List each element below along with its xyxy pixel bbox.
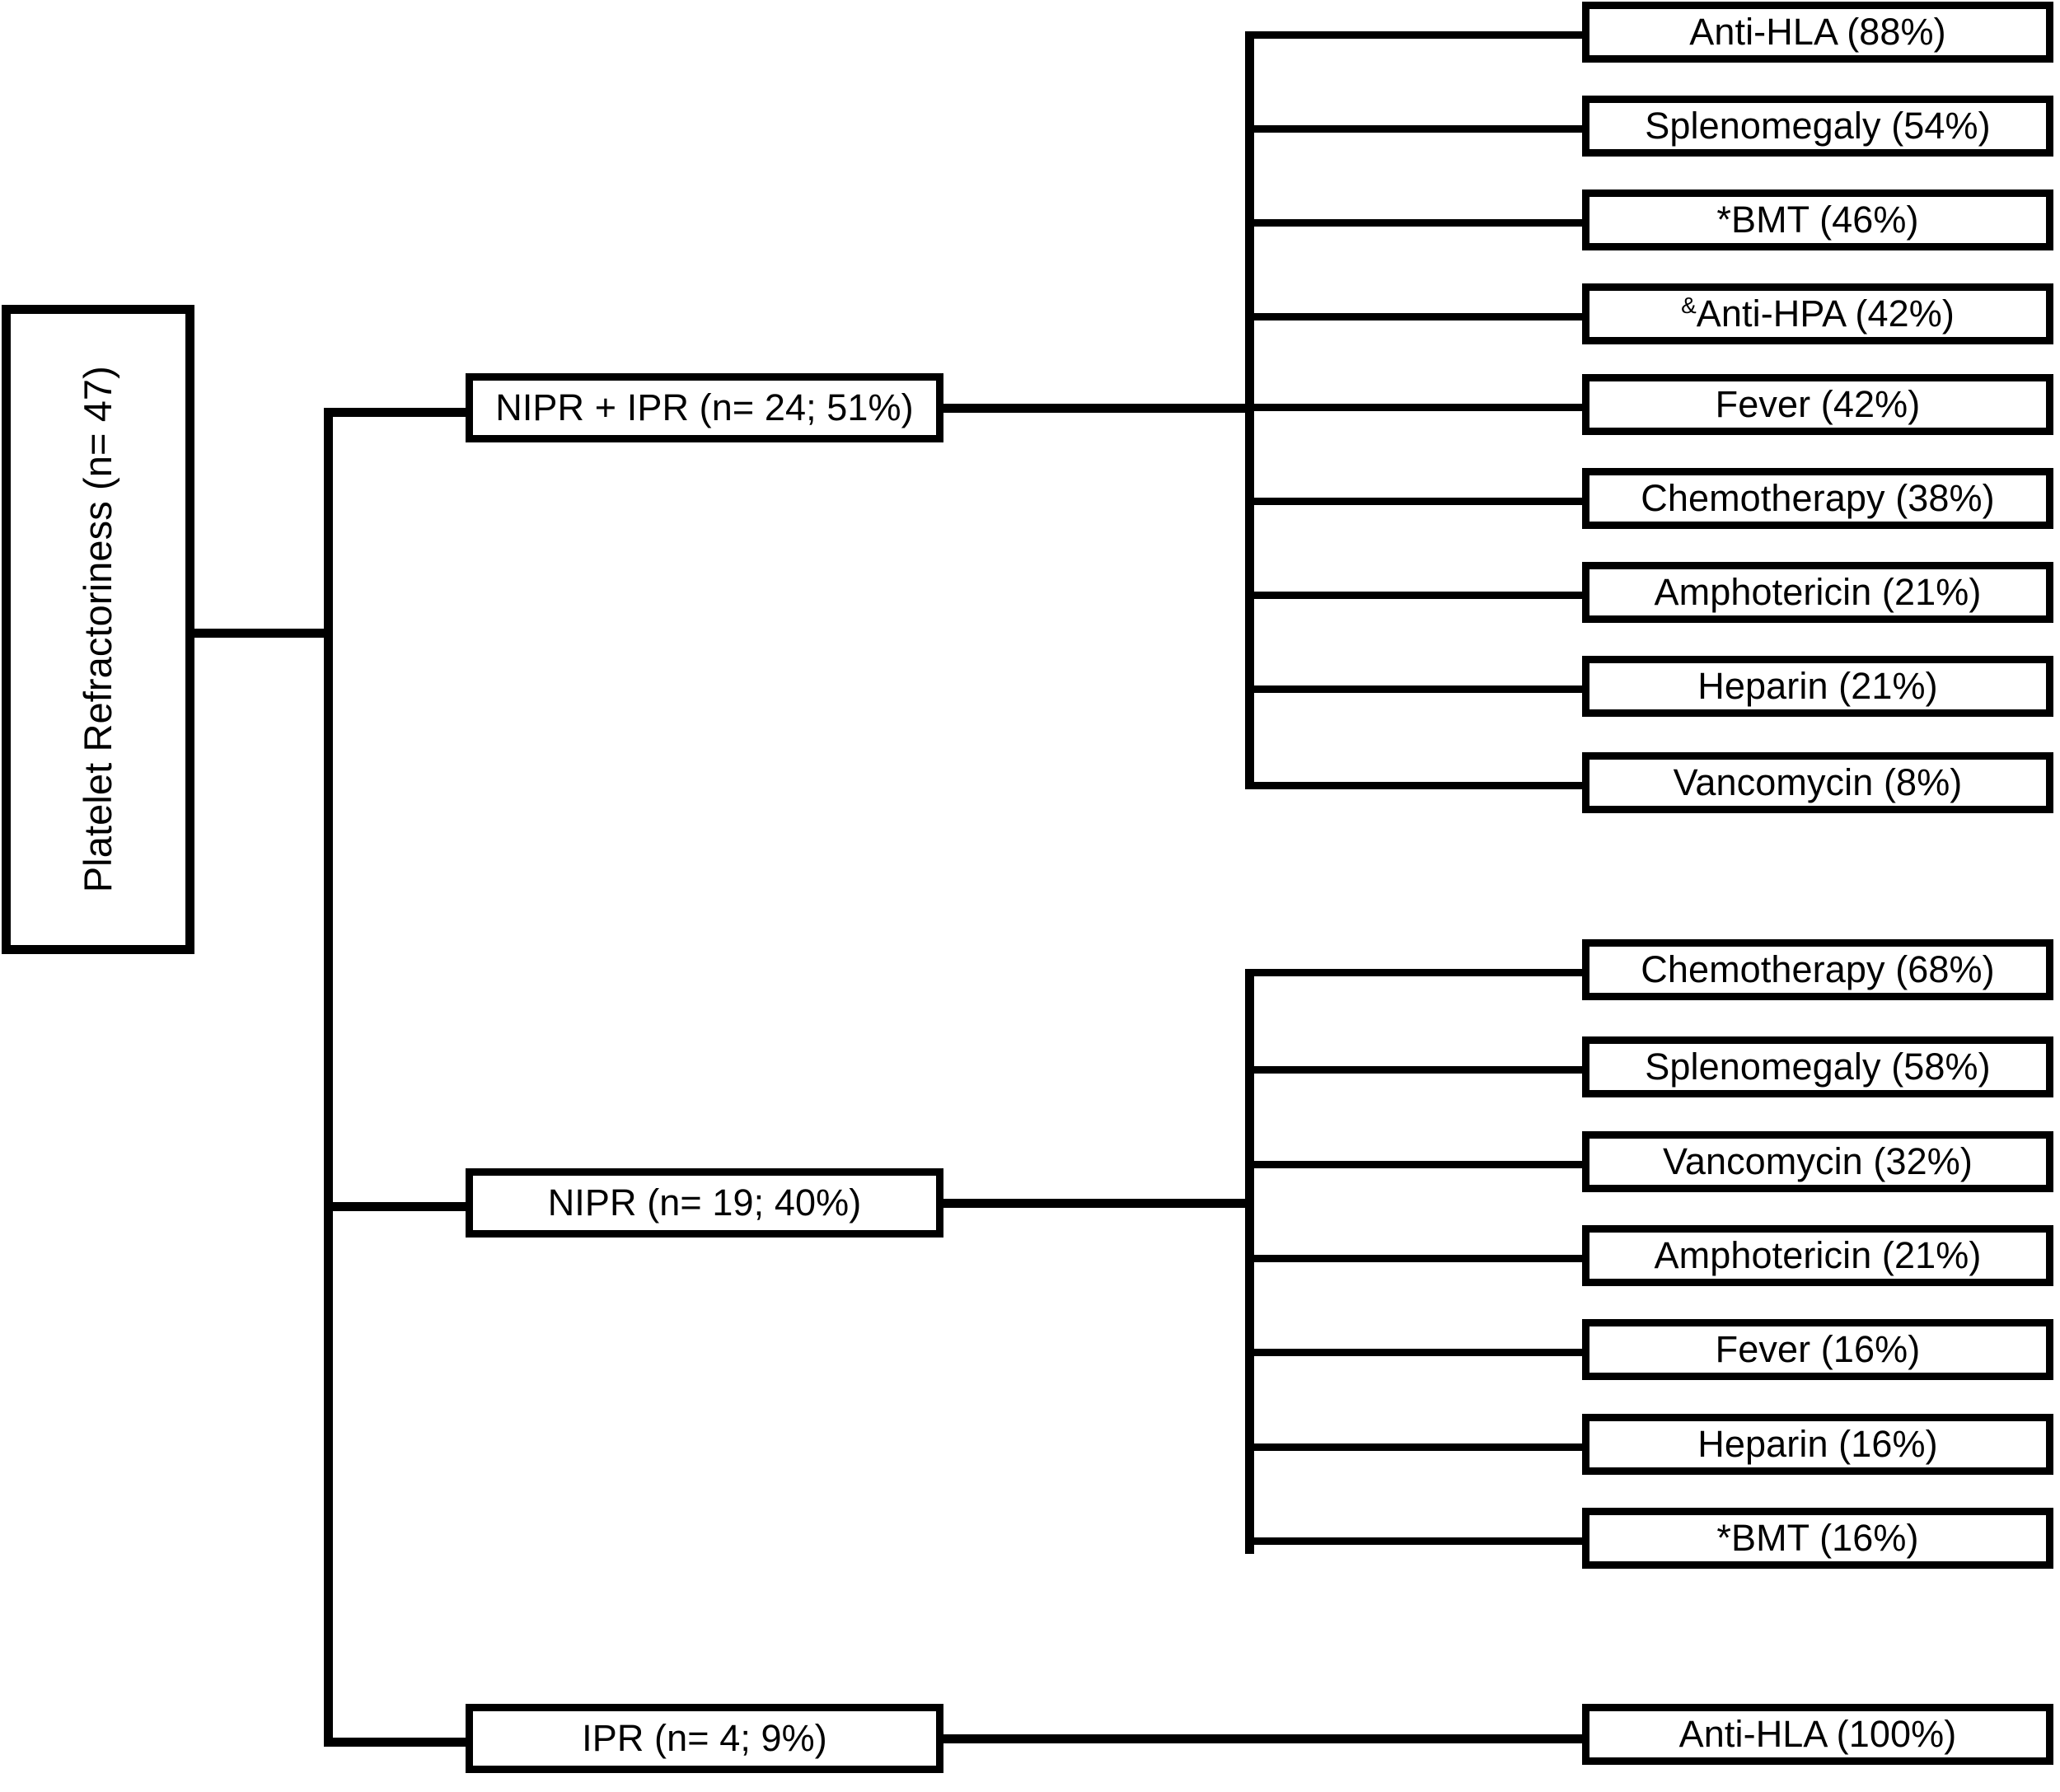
leaf-node-anti-hla-100[interactable]: Anti-HLA (100%) (1582, 1704, 2053, 1765)
leaf-node-vancomycin-32[interactable]: Vancomycin (32%) (1582, 1131, 2053, 1192)
connector-trunk-to-ipr (324, 1738, 472, 1747)
leaf-node-fever-42[interactable]: Fever (42%) (1582, 374, 2053, 435)
leaf-node-fever-16[interactable]: Fever (16%) (1582, 1319, 2053, 1380)
spoke-nipr-ipr-leaf-6 (1245, 498, 1587, 505)
spoke-nipr-ipr-leaf-5 (1245, 404, 1587, 411)
spoke-nipr-ipr-leaf-9 (1245, 782, 1587, 789)
leaf-node-label: Splenomegaly (58%) (1645, 1046, 1991, 1088)
leaf-node-label: Fever (42%) (1715, 383, 1921, 426)
leaf-node-vancomycin-8[interactable]: Vancomycin (8%) (1582, 752, 2053, 813)
leaf-node-chemotherapy-38[interactable]: Chemotherapy (38%) (1582, 468, 2053, 529)
ampersand-marker: & (1681, 292, 1697, 319)
branch-node-nipr-ipr[interactable]: NIPR + IPR (n= 24; 51%) (466, 373, 943, 442)
spoke-nipr-ipr-leaf-3 (1245, 219, 1587, 227)
leaf-node-label: Vancomycin (32%) (1663, 1140, 1973, 1183)
branch-node-nipr-label: NIPR (n= 19; 40%) (547, 1181, 862, 1224)
leaf-node-bmt-46[interactable]: *BMT (46%) (1582, 189, 2053, 250)
spoke-nipr-leaf-1 (1245, 969, 1587, 976)
leaf-node-label: *BMT (16%) (1716, 1517, 1919, 1560)
spoke-nipr-ipr-leaf-8 (1245, 685, 1587, 693)
connector-trunk-to-nipr (324, 1202, 472, 1211)
leaf-node-heparin-21[interactable]: Heparin (21%) (1582, 656, 2053, 717)
leaf-node-label: Heparin (21%) (1697, 665, 1938, 708)
branch-node-ipr[interactable]: IPR (n= 4; 9%) (466, 1704, 943, 1773)
root-node-label: Platelet Refractoriness (n= 47) (76, 366, 120, 893)
leaf-node-label: Amphotericin (21%) (1654, 1234, 1982, 1277)
spoke-nipr-ipr-leaf-2 (1245, 125, 1587, 133)
leaf-node-label: Chemotherapy (68%) (1641, 948, 1995, 991)
leaf-node-label: Anti-HLA (100%) (1678, 1713, 1957, 1756)
spoke-nipr-leaf-3 (1245, 1161, 1587, 1168)
leaf-node-chemotherapy-68[interactable]: Chemotherapy (68%) (1582, 939, 2053, 1000)
leaf-node-label: Anti-HLA (88%) (1689, 11, 1946, 54)
leaf-node-label: Chemotherapy (38%) (1641, 477, 1995, 520)
connector-ipr-to-leaf (943, 1734, 1587, 1743)
spoke-nipr-leaf-6 (1245, 1443, 1587, 1451)
spoke-nipr-ipr-leaf-7 (1245, 592, 1587, 599)
leaf-node-anti-hla-88[interactable]: Anti-HLA (88%) (1582, 2, 2053, 63)
leaf-node-label: *BMT (46%) (1716, 199, 1919, 241)
leaf-node-bmt-16[interactable]: *BMT (16%) (1582, 1508, 2053, 1569)
spoke-nipr-leaf-5 (1245, 1349, 1587, 1356)
leaf-node-name-pct: Anti-HPA (42%) (1696, 292, 1955, 335)
leaf-node-label: Vancomycin (8%) (1673, 761, 1963, 804)
spoke-nipr-ipr-leaf-4 (1245, 313, 1587, 321)
leaf-node-splenomegaly-58[interactable]: Splenomegaly (58%) (1582, 1036, 2053, 1097)
spoke-nipr-leaf-2 (1245, 1066, 1587, 1074)
leaf-node-heparin-16[interactable]: Heparin (16%) (1582, 1414, 2053, 1475)
branch-node-nipr-ipr-label: NIPR + IPR (n= 24; 51%) (495, 386, 914, 429)
leaf-node-amphotericin-21[interactable]: Amphotericin (21%) (1582, 562, 2053, 623)
connector-nipr-ipr-to-rail (943, 404, 1252, 413)
leaf-node-label: Heparin (16%) (1697, 1423, 1938, 1466)
spoke-nipr-leaf-7 (1245, 1537, 1587, 1545)
leaf-node-label: Splenomegaly (54%) (1645, 105, 1991, 147)
leaf-node-anti-hpa-42[interactable]: &Anti-HPA (42%) (1582, 283, 2053, 344)
leaf-node-amphotericin-21-nipr[interactable]: Amphotericin (21%) (1582, 1225, 2053, 1286)
leaf-node-label: Fever (16%) (1715, 1328, 1921, 1371)
spoke-nipr-ipr-leaf-1 (1245, 31, 1587, 39)
branch-node-ipr-label: IPR (n= 4; 9%) (582, 1717, 827, 1760)
connector-nipr-to-rail (943, 1199, 1252, 1208)
connector-main-trunk (324, 408, 333, 1747)
leaf-node-label: Amphotericin (21%) (1654, 571, 1982, 614)
leaf-node-splenomegaly-54[interactable]: Splenomegaly (54%) (1582, 96, 2053, 157)
connector-root-stub (194, 629, 333, 638)
connector-trunk-to-nipr-ipr (324, 408, 472, 417)
spoke-nipr-leaf-4 (1245, 1255, 1587, 1262)
branch-node-nipr[interactable]: NIPR (n= 19; 40%) (466, 1168, 943, 1238)
root-node-platelet-refractoriness[interactable]: Platelet Refractoriness (n= 47) (2, 305, 194, 954)
leaf-node-label: &Anti-HPA (42%) (1681, 292, 1955, 335)
